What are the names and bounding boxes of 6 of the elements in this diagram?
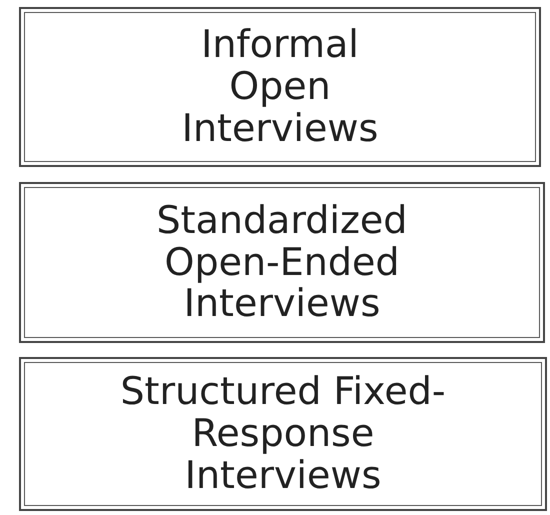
process-box: [19, 7, 541, 167]
box-label: Structured Fixed-Response Interviews: [119, 371, 447, 497]
process-box: [19, 182, 545, 343]
process-box: [19, 357, 547, 511]
box-label: Informal Open Interviews: [180, 24, 380, 150]
box-label: Standardized Open-Ended Interviews: [156, 200, 408, 326]
